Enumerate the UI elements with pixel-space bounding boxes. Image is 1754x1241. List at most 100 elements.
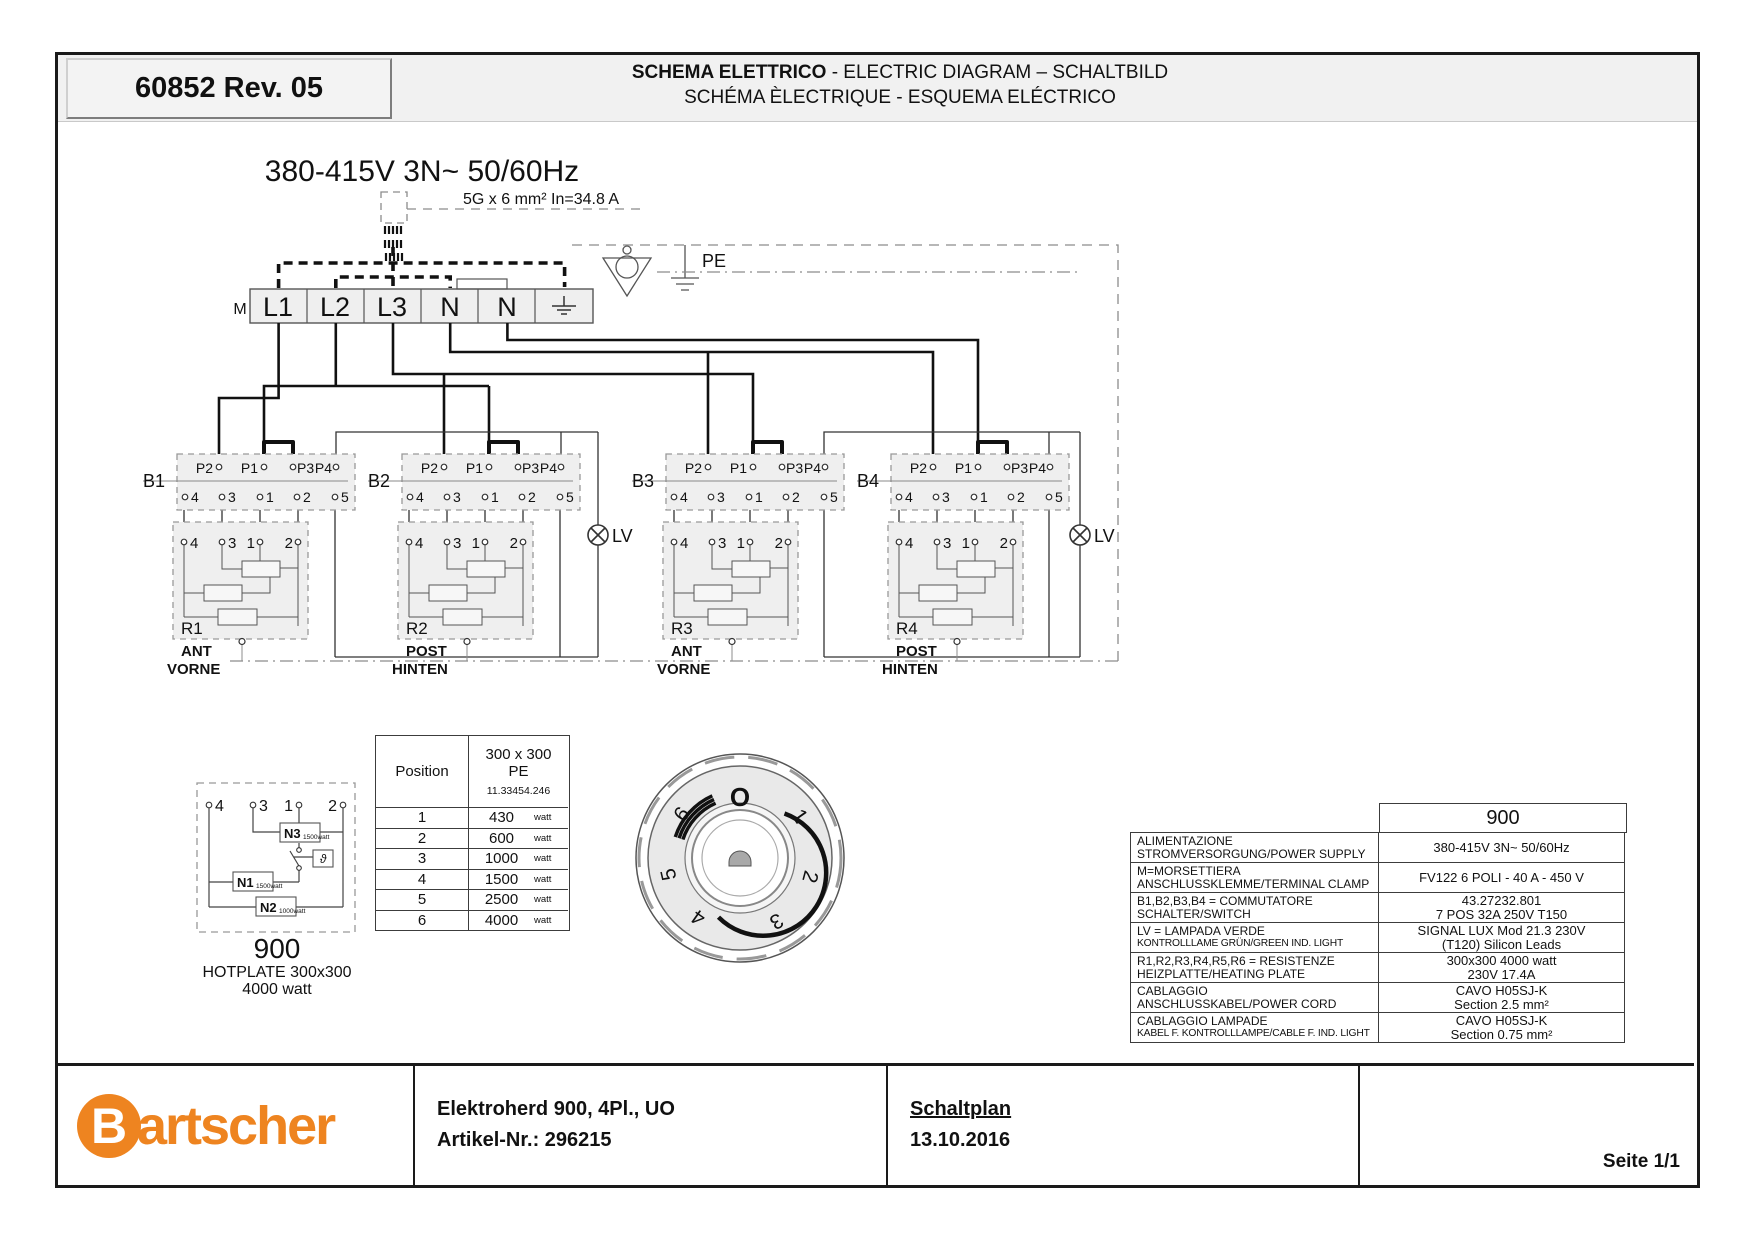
p3-label: P3 <box>1011 460 1028 476</box>
page-number: Seite 1/1 <box>1602 1151 1680 1172</box>
plan-date: 13.10.2016 <box>910 1129 1011 1151</box>
heater-block-R4: 4 3 1 2 R4 POST HINTEN <box>882 521 1024 678</box>
position-cell: 3 <box>376 849 469 870</box>
p1-label: P1 <box>955 460 972 476</box>
knob-shaft-icon <box>728 850 752 867</box>
brand-logo: B artscher <box>55 1066 415 1185</box>
p3-label: P3 <box>297 460 314 476</box>
hotplate-title: 900 <box>254 933 301 964</box>
hp-terminal-4: 4 <box>215 798 224 815</box>
p3-label: P3 <box>786 460 803 476</box>
doc-number: 60852 Rev. 05 <box>134 72 324 104</box>
contact-5: 5 <box>341 489 349 505</box>
lamp-LV1-label: LV <box>612 526 633 546</box>
heater-terminal-4: 4 <box>415 535 423 552</box>
switch-label: B3 <box>632 471 654 491</box>
heater-terminal-3: 3 <box>228 535 236 552</box>
cable-spec-label: 5G x 6 mm² In=34.8 A <box>463 191 619 208</box>
contact-2: 2 <box>792 489 800 505</box>
contact-3: 3 <box>228 489 236 505</box>
lamp-LV1-icon <box>587 524 609 546</box>
contact-1: 1 <box>491 489 499 505</box>
knob-pos-2: 2 <box>797 868 822 885</box>
p1-label: P1 <box>241 460 258 476</box>
spec-model-header: 900 <box>1379 803 1627 833</box>
plate-code: 11.33454.246 <box>486 785 551 797</box>
earth-terminal-icon <box>552 296 576 315</box>
switch-block-B4: B4 P2 P1 P3 P4 4 3 1 2 5 <box>857 453 1070 511</box>
element-N1-watt: 1500watt <box>256 883 283 890</box>
p2-label: P2 <box>910 460 927 476</box>
pe-triangle-icon <box>601 257 653 298</box>
heater-position-line1: POST <box>406 643 447 660</box>
heater-terminal-2: 2 <box>510 535 518 552</box>
heater-terminal-1: 1 <box>472 535 480 552</box>
contact-1: 1 <box>266 489 274 505</box>
phase-wiring <box>217 323 980 461</box>
heater-position-line2: VORNE <box>657 661 710 678</box>
terminal-N1: N <box>440 292 460 322</box>
lamp-LV2-icon <box>1069 524 1091 546</box>
element-N2-watt: 1000watt <box>279 908 306 915</box>
pe-label: PE <box>702 251 726 271</box>
terminal-L2: L2 <box>320 292 350 322</box>
watt-column-header: 300 x 300 PE 11.33454.246 <box>469 736 568 808</box>
position-cell: 2 <box>376 828 469 849</box>
heater-position-line1: POST <box>896 643 937 660</box>
p1-label: P1 <box>466 460 483 476</box>
heater-label: R4 <box>896 619 918 638</box>
thermostat-symbol: ϑ <box>320 852 327 866</box>
element-N3-label: N3 <box>284 826 301 841</box>
hp-terminal-1: 1 <box>284 798 293 815</box>
contact-3: 3 <box>942 489 950 505</box>
plan-type: Schaltplan <box>910 1098 1012 1120</box>
neutral-bridge <box>456 278 508 290</box>
heater-terminal-3: 3 <box>453 535 461 552</box>
element-N1-label: N1 <box>237 875 254 890</box>
heater-position-line1: ANT <box>181 643 212 660</box>
hotplate-power: 4000 watt <box>242 981 312 998</box>
title-line1-rest: - ELECTRIC DIAGRAM – SCHALTBILD <box>826 62 1169 83</box>
heater-position-line2: HINTEN <box>392 661 448 678</box>
hotplate-detail: 4 3 1 2 N3 1500watt N1 1500watt N2 1000w… <box>196 782 356 998</box>
contact-5: 5 <box>1055 489 1063 505</box>
switch-heater-wiring <box>183 500 1014 540</box>
switch-label: B2 <box>368 471 390 491</box>
heater-terminal-4: 4 <box>905 535 913 552</box>
contact-4: 4 <box>191 489 199 505</box>
contact-2: 2 <box>1017 489 1025 505</box>
contact-4: 4 <box>416 489 424 505</box>
pe-ground-icon <box>671 245 699 291</box>
contact-1: 1 <box>755 489 763 505</box>
heater-position-line2: VORNE <box>167 661 220 678</box>
heater-block-R2: 4 3 1 2 R2 POST HINTEN <box>392 521 534 678</box>
knob-off-marker: O <box>730 782 750 812</box>
p2-label: P2 <box>196 460 213 476</box>
contact-5: 5 <box>566 489 574 505</box>
contact-4: 4 <box>680 489 688 505</box>
title-line1: SCHEMA ELETTRICO - ELECTRIC DIAGRAM – SC… <box>400 60 1400 85</box>
heater-block-R1: 4 3 1 2 R1 ANT VORNE <box>167 521 309 678</box>
terminal-strip: M L1 L2 L3 N N <box>233 278 594 324</box>
heater-terminal-1: 1 <box>737 535 745 552</box>
position-cell: 4 <box>376 869 469 890</box>
doc-number-box: 60852 Rev. 05 <box>66 58 392 119</box>
heater-label: R1 <box>181 619 203 638</box>
switch-block-B2: B2 P2 P1 P3 P4 4 3 1 2 5 <box>368 453 581 511</box>
switch-block-B1: B1 P2 P1 P3 P4 4 3 1 2 5 <box>143 453 356 511</box>
contact-4: 4 <box>905 489 913 505</box>
p4-label: P4 <box>804 460 821 476</box>
plan-info: Schaltplan 13.10.2016 <box>888 1066 1360 1185</box>
